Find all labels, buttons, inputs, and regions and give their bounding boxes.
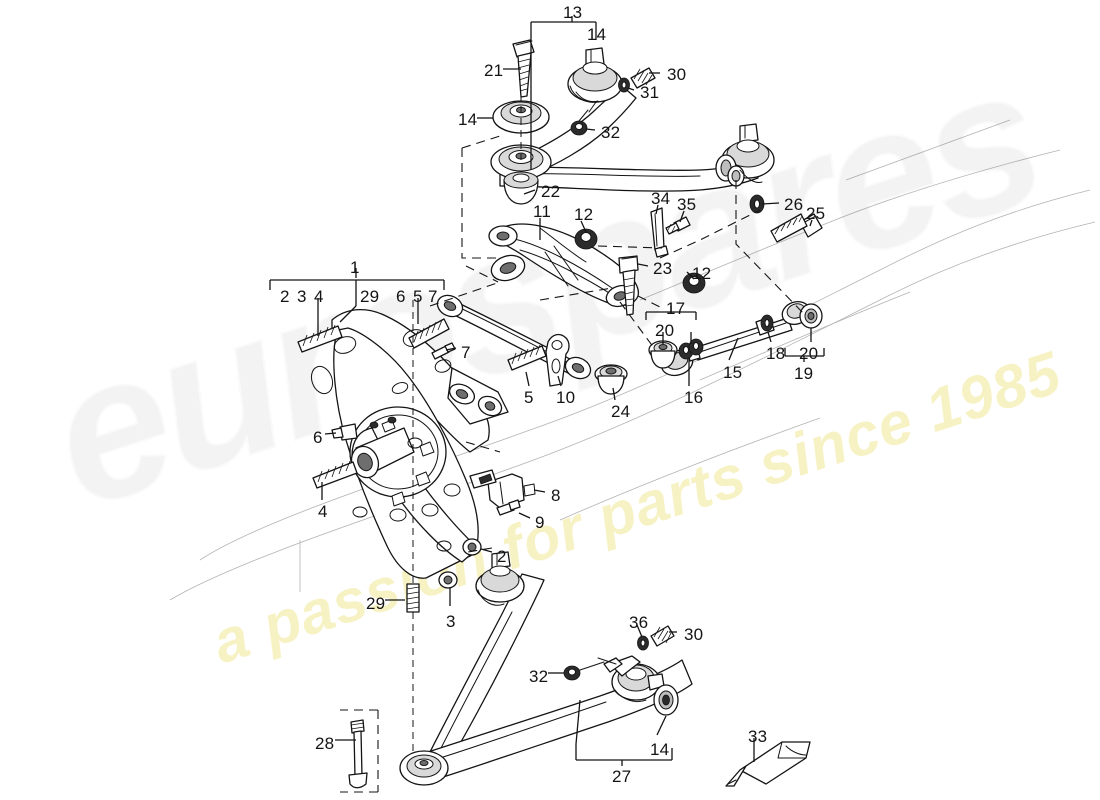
part-5-stud-bolt-upper — [408, 318, 450, 349]
callout-30-b: 30 — [684, 625, 704, 644]
callout-29-group: 29 — [360, 287, 380, 306]
callout-8: 8 — [551, 486, 561, 505]
part-4-stud-bolt-upper — [297, 324, 343, 353]
callout-21: 21 — [484, 61, 504, 80]
callout-24: 24 — [611, 402, 631, 421]
callout-25: 25 — [806, 204, 826, 223]
lower-arm-ball-joint-top — [475, 551, 525, 606]
part-5-stud-bolt-lower — [507, 344, 547, 371]
callout-20-b: 20 — [799, 344, 819, 363]
part-33-grease-tube — [725, 741, 811, 787]
callout-9: 9 — [535, 513, 545, 532]
callout-28: 28 — [315, 734, 335, 753]
part-3-bush-small-2 — [438, 571, 458, 589]
part-21-hex-bolt — [512, 39, 535, 98]
callout-14-b: 14 — [458, 110, 478, 129]
callout-2-b: 2 — [497, 547, 507, 566]
part-31-washer-upper — [618, 77, 630, 93]
callout-35: 35 — [677, 195, 697, 214]
callout-7-b: 7 — [461, 343, 471, 362]
callout-14-a: 14 — [587, 25, 607, 44]
part-15-track-rod — [648, 301, 823, 377]
part-30-grub-screw-lower — [650, 625, 675, 647]
callout-19: 19 — [794, 364, 814, 383]
part-12-nut-upper-link — [574, 228, 598, 250]
callout-12-b: 12 — [692, 264, 712, 283]
callout-16: 16 — [684, 388, 704, 407]
part-14-boot-lower-arm — [653, 684, 679, 716]
ball-joint-upper-far-right — [715, 123, 775, 187]
part-16-nut-track-rod — [678, 338, 704, 360]
callout-7-group: 7 — [428, 287, 438, 306]
callout-6-group: 6 — [396, 287, 406, 306]
callout-29-b: 29 — [366, 594, 386, 613]
part-19-track-rod-end-outer — [781, 301, 823, 329]
callout-5-group: 5 — [413, 287, 423, 306]
part-29-stud-lower — [406, 583, 420, 613]
assembly-dashed-lines — [429, 135, 807, 553]
callout-2-group: 2 — [280, 287, 290, 306]
callout-13: 13 — [563, 3, 583, 22]
callout-34: 34 — [651, 189, 671, 208]
callout-12-a: 12 — [574, 205, 594, 224]
callout-33: 33 — [748, 727, 768, 746]
part-9-screw-sensor — [496, 499, 521, 516]
part-28-bolt-long — [340, 709, 379, 793]
callout-27: 27 — [612, 767, 632, 786]
callout-20-a: 20 — [655, 321, 675, 340]
part-36-washer-lower — [637, 635, 649, 651]
part-1-wheel-carrier — [310, 309, 509, 579]
callout-5-b: 5 — [524, 388, 534, 407]
part-35-screw-clip — [665, 216, 691, 235]
leader-lines — [269, 16, 825, 766]
part-18-washer-track-rod — [760, 314, 774, 332]
part-23-hex-bolt-link — [618, 255, 639, 316]
callout-4-b: 4 — [318, 502, 328, 521]
part-12-nut-second — [682, 272, 706, 294]
part-8-abs-sensor — [469, 469, 536, 509]
part-32-nut-lower — [563, 657, 617, 681]
part-25-hex-bolt-track — [770, 213, 823, 243]
callout-32-a: 32 — [601, 123, 621, 142]
part-10-bracket-tab — [545, 333, 570, 387]
callout-31: 31 — [640, 83, 660, 102]
ball-joint-upper-right — [567, 47, 623, 103]
callout-11: 11 — [533, 202, 552, 221]
callout-3-b: 3 — [446, 612, 456, 631]
callout-30-a: 30 — [667, 65, 687, 84]
part-4-stud-bolt-lower — [312, 460, 358, 489]
callout-17: 17 — [666, 299, 686, 318]
callout-18: 18 — [766, 344, 786, 363]
callout-36: 36 — [629, 613, 649, 632]
callout-26: 26 — [784, 195, 804, 214]
callout-22: 22 — [541, 182, 561, 201]
part-20-rubber-bush-left — [648, 340, 678, 369]
callout-3-group: 3 — [297, 287, 307, 306]
lower-arm-ball-joint-outer — [603, 655, 665, 703]
callout-14-c: 14 — [650, 740, 670, 759]
lower-arm-bushing — [399, 750, 449, 786]
part-22-boot-lower — [503, 171, 539, 205]
part-27-lower-control-arm — [399, 551, 693, 786]
hub-bore — [349, 406, 447, 507]
callout-15: 15 — [723, 363, 743, 382]
part-6-plug — [331, 423, 358, 441]
part-7-screw-short — [431, 342, 456, 360]
callout-23: 23 — [653, 259, 673, 278]
callout-6-b: 6 — [313, 428, 323, 447]
callout-1: 1 — [350, 258, 360, 277]
part-24-mount-bush — [594, 364, 628, 395]
callout-4-group: 4 — [314, 287, 324, 306]
part-13-upper-wishbone — [490, 47, 775, 192]
callout-10: 10 — [556, 388, 576, 407]
callout-32-b: 32 — [529, 667, 549, 686]
